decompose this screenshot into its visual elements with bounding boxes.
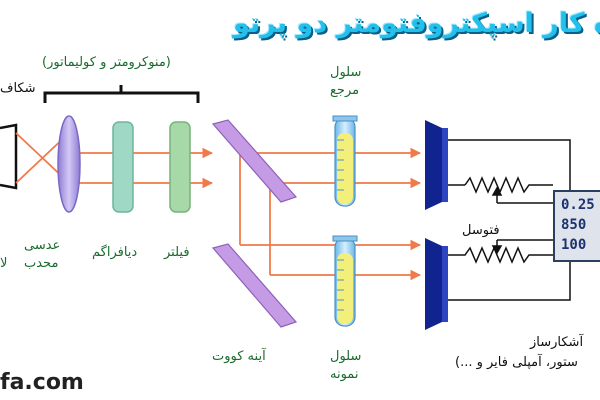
readout-display: 0.25 850 100	[553, 190, 600, 262]
readout-value-1: 0.25	[561, 197, 595, 213]
label-reference-cell-2: مرجع	[330, 83, 360, 98]
convex-lens	[57, 115, 81, 213]
page-title: ه کار اسپکتروفتومتر دو پرتو	[233, 8, 600, 39]
reference-cell	[332, 115, 358, 207]
site-watermark: fa.com	[0, 370, 84, 395]
label-la: لا	[0, 256, 8, 271]
monochromator-bracket	[43, 85, 200, 103]
label-lens-1: عدسی	[24, 238, 61, 253]
label-phototube: فتوسل	[462, 223, 500, 238]
lower-mirror	[211, 243, 298, 328]
sample-cell	[332, 235, 358, 327]
circuit	[448, 139, 571, 301]
label-diaphragm: دیافراگم	[92, 245, 138, 260]
site-text: fa.com	[0, 370, 84, 395]
diaphragm	[112, 121, 134, 213]
label-monochromator: (منوکرومتر و کولیماتور)	[42, 55, 171, 70]
upper-mirror	[211, 119, 298, 203]
label-sample-cell-1: سلول	[330, 349, 362, 364]
label-detector-1: آشکارساز	[530, 335, 584, 350]
label-mirror: آینه کووت	[212, 349, 266, 364]
readout-value-2: 850	[561, 217, 587, 233]
filter	[169, 121, 191, 213]
label-sample-cell-2: نمونه	[330, 367, 359, 382]
upper-detector	[425, 120, 448, 210]
slit	[0, 123, 18, 190]
label-detector-2: ستور، آمپلی فایر و ...)	[455, 355, 578, 370]
label-filter: فیلتر	[164, 245, 190, 260]
label-slit: شکاف	[0, 81, 36, 96]
label-lens-2: محدب	[24, 256, 59, 271]
lower-detector	[425, 238, 448, 330]
label-reference-cell-1: سلول	[330, 65, 362, 80]
readout-value-3: 100	[561, 237, 587, 253]
